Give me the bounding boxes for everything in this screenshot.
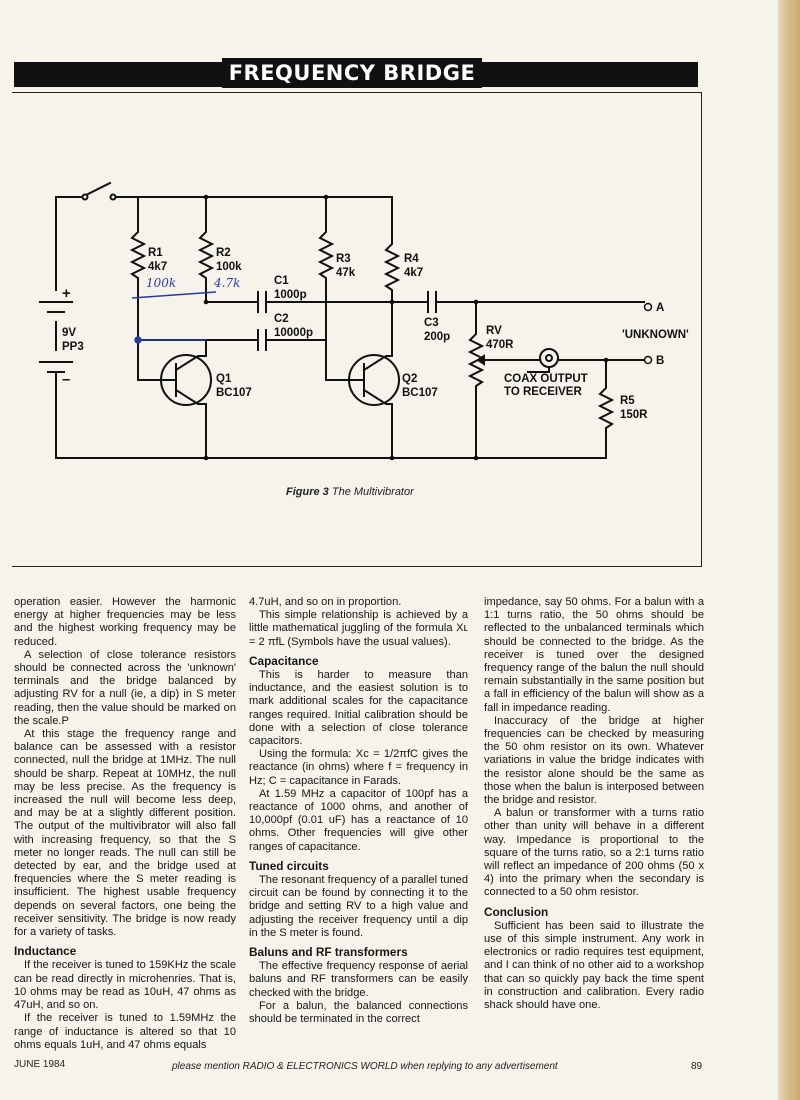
q2-type: BC107 — [402, 387, 438, 399]
figure-number: Figure 3 — [286, 486, 329, 498]
c3-value: 200p — [424, 331, 450, 343]
c3-name: C3 — [424, 317, 439, 329]
r1-name: R1 — [148, 247, 163, 259]
coax-label-line2: TO RECEIVER — [504, 386, 582, 398]
battery-type: PP3 — [62, 341, 84, 353]
terminal-b-label: B — [656, 355, 664, 367]
page-edge — [778, 0, 800, 1100]
switch-contact-left — [81, 193, 89, 201]
figure-caption-text: The Multivibrator — [331, 486, 414, 498]
coax-socket-outer — [539, 348, 559, 368]
text-column-3: impedance, say 50 ohms. For a balun with… — [484, 596, 704, 1012]
coax-ground — [527, 366, 550, 373]
paragraph: If the receiver is tuned to 1.59MHz the … — [14, 1012, 236, 1051]
r3-resistor — [317, 196, 335, 381]
paragraph: At 1.59 MHz a capacitor of 100pf has a r… — [249, 787, 468, 853]
battery-voltage: 9V — [62, 327, 76, 339]
coax-socket-inner — [545, 354, 553, 362]
unknown-label: 'UNKNOWN' — [622, 329, 689, 341]
paragraph: For a balun, the balanced connections sh… — [249, 999, 468, 1026]
figure-caption: Figure 3 The Multivibrator — [286, 486, 586, 498]
r4-value: 4k7 — [404, 267, 423, 279]
c1-value: 1000p — [274, 289, 307, 301]
hand-annotation-dot — [134, 336, 142, 344]
terminal-b — [643, 355, 653, 365]
section-heading: Capacitance — [249, 653, 319, 668]
r2-name: R2 — [216, 247, 231, 259]
section-heading: Inductance — [14, 944, 77, 959]
q2-name: Q2 — [402, 373, 417, 385]
battery-plus: + — [62, 285, 71, 302]
r1-handwritten-value: 100k — [146, 276, 176, 290]
paragraph: The resonant frequency of a parallel tun… — [249, 874, 468, 939]
r3-name: R3 — [336, 253, 351, 265]
text-column-1: operation easier. However the harmonic e… — [14, 596, 236, 1052]
c3-capacitor — [391, 291, 645, 313]
issue-date: JUNE 1984 — [14, 1059, 66, 1070]
r2-resistor — [197, 196, 215, 303]
paragraph: If the receiver is tuned to 159KHz the s… — [14, 959, 236, 1012]
multivibrator-schematic: R1 4k7 100k R2 100k 4.7k C1 1000p C2 100… — [39, 181, 689, 461]
section-heading: Tuned circuits — [249, 858, 329, 873]
section-heading: Baluns and RF transformers — [249, 945, 408, 960]
page-title: FREQUENCY BRIDGE — [222, 58, 482, 88]
terminal-a — [643, 302, 653, 312]
coax-label-line1: COAX OUTPUT — [504, 373, 588, 385]
r5-resistor — [597, 359, 615, 433]
battery-minus: – — [62, 371, 70, 388]
paragraph: This simple relationship is achieved by … — [249, 609, 468, 648]
paragraph: impedance, say 50 ohms. For a balun with… — [484, 596, 704, 714]
rv-potentiometer — [467, 301, 485, 459]
paragraph: The effective frequency response of aeri… — [249, 960, 468, 999]
r1-resistor — [129, 196, 147, 341]
bottom-rail-wire — [55, 431, 607, 459]
switch — [84, 181, 112, 197]
paragraph: At this stage the frequency range and ba… — [14, 728, 236, 939]
c1-capacitor — [205, 291, 393, 313]
r4-resistor — [383, 196, 401, 341]
q1-leads — [137, 339, 207, 459]
c2-value: 10000p — [274, 327, 313, 339]
r2-handwritten-value: 4.7k — [213, 276, 240, 290]
paragraph: A selection of close tolerance resistors… — [14, 648, 236, 727]
paragraph: Sufficient has been said to illustrate t… — [484, 919, 704, 1012]
paragraph: 4.7uH, and so on in proportion. — [249, 596, 402, 608]
section-heading: Conclusion — [484, 904, 549, 919]
paragraph: A balun or transformer with a turns rati… — [484, 807, 704, 899]
rv-value: 470R — [486, 339, 514, 351]
hand-annotation-line — [131, 291, 217, 341]
rv-name: RV — [486, 325, 502, 337]
advertisement-note: please mention RADIO & ELECTRONICS WORLD… — [172, 1061, 558, 1072]
terminal-a-label: A — [656, 302, 664, 314]
r5-name: R5 — [620, 395, 635, 407]
r3-value: 47k — [336, 267, 356, 279]
switch-contact-right — [109, 193, 117, 201]
paragraph: Inaccuracy of the bridge at higher frequ… — [484, 714, 704, 807]
c1-name: C1 — [274, 275, 289, 287]
page-number: 89 — [691, 1061, 703, 1072]
r2-value: 100k — [216, 261, 242, 273]
r4-name: R4 — [404, 253, 419, 265]
q1-type: BC107 — [216, 387, 252, 399]
top-rail-wire — [55, 196, 391, 291]
figure-frame — [12, 92, 702, 567]
q2-leads — [325, 339, 393, 459]
r1-value: 4k7 — [148, 261, 167, 273]
paragraph: operation easier. However the harmonic e… — [14, 596, 236, 648]
q1-name: Q1 — [216, 373, 232, 385]
text-column-2: 4.7uH, and so on in proportion.This simp… — [249, 596, 468, 1026]
c2-name: C2 — [274, 313, 289, 325]
paragraph: This is harder to measure than inductanc… — [249, 669, 468, 748]
r5-value: 150R — [620, 409, 648, 421]
paragraph: Using the formula: Xc = 1/2πfC gives the… — [249, 748, 468, 787]
